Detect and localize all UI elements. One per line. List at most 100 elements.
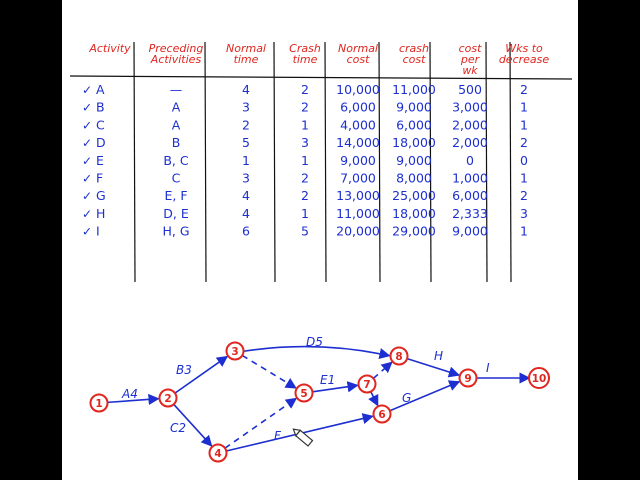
- table-cell: 2: [242, 117, 250, 132]
- check-mark: ✓: [82, 136, 92, 150]
- table-cell: 2: [520, 188, 528, 203]
- table-cell: 7,000: [340, 171, 376, 186]
- table-cell: A: [172, 100, 181, 115]
- node-10: 10: [528, 367, 550, 389]
- table-cell: 2: [520, 82, 528, 97]
- table-cell: 25,000: [392, 188, 436, 203]
- check-mark: ✓: [82, 118, 92, 132]
- node-label: 5: [300, 388, 307, 400]
- table-cell: 0: [520, 153, 528, 168]
- node-label: 4: [214, 448, 221, 460]
- table-cell: 1: [520, 100, 528, 115]
- edge-2-3: [174, 355, 229, 394]
- check-mark: ✓: [82, 207, 92, 221]
- table-cell: 9,000: [340, 153, 376, 168]
- node-label: 7: [363, 379, 370, 391]
- table-cell: 18,000: [392, 206, 436, 221]
- column-divider: [378, 41, 381, 283]
- table-cell: 2: [301, 171, 309, 186]
- table-cell: F: [96, 171, 103, 186]
- table-cell: 500: [458, 82, 482, 97]
- table-cell: D, E: [163, 206, 189, 221]
- table-cell: 3: [520, 206, 528, 221]
- check-mark: ✓: [82, 154, 92, 168]
- check-mark: ✓: [82, 101, 92, 115]
- table-cell: H: [96, 206, 105, 221]
- table-cell: 6: [242, 224, 250, 239]
- edge-1-2: [107, 393, 160, 406]
- network-edges: [107, 345, 531, 452]
- node-label: 9: [464, 373, 471, 385]
- table-cell: 14,000: [336, 135, 380, 150]
- header-divider: [69, 75, 573, 80]
- table-cell: C: [96, 117, 105, 132]
- node-label: 10: [532, 373, 547, 385]
- table-cell: 5: [242, 135, 250, 150]
- table-cell: I: [96, 224, 100, 239]
- table-cell: 2: [301, 82, 309, 97]
- table-cell: 9,000: [396, 100, 432, 115]
- node-7: 7: [357, 374, 377, 394]
- edge-8-9: [406, 357, 461, 378]
- edge-label: B3: [176, 363, 192, 377]
- table-cell: 3: [242, 171, 250, 186]
- edge-7-8: [372, 361, 393, 380]
- edge-2-4: [173, 403, 213, 447]
- node-label: 6: [378, 409, 385, 421]
- node-1: 1: [89, 393, 109, 413]
- column-divider: [485, 41, 488, 283]
- table-cell: 1: [520, 224, 528, 239]
- table-cell: 4: [242, 188, 250, 203]
- check-mark: ✓: [82, 83, 92, 97]
- table-cell: 0: [466, 153, 474, 168]
- check-mark: ✓: [82, 225, 92, 239]
- table-cell: 6,000: [340, 100, 376, 115]
- table-cell: 11,000: [336, 206, 380, 221]
- edge-label: E1: [320, 373, 335, 387]
- node-3: 3: [225, 341, 245, 361]
- check-mark: ✓: [82, 189, 92, 203]
- table-cell: 3: [242, 100, 250, 115]
- edge-4-5: [224, 397, 298, 449]
- table-cell: 1: [301, 153, 309, 168]
- edge-3-5: [241, 354, 297, 389]
- table-cell: 1: [242, 153, 250, 168]
- table-cell: E, F: [164, 188, 187, 203]
- node-9: 9: [458, 368, 478, 388]
- edge-label: D5: [306, 335, 323, 349]
- edge-label: F: [274, 429, 282, 443]
- table-cell: B, C: [163, 153, 189, 168]
- node-label: 1: [95, 398, 102, 410]
- edge-label: I: [486, 361, 490, 375]
- table-cell: A: [96, 82, 105, 97]
- table-cell: 2: [301, 100, 309, 115]
- node-8: 8: [389, 346, 409, 366]
- table-cell: B: [172, 135, 181, 150]
- table-cell: 1: [520, 171, 528, 186]
- edge-6-9: [389, 380, 461, 412]
- table-cell: 1,000: [452, 171, 488, 186]
- table-cell: G: [96, 188, 106, 203]
- table-grid: [69, 41, 573, 283]
- node-label: 3: [231, 346, 238, 358]
- node-6: 6: [372, 404, 392, 424]
- table-cell: 10,000: [336, 82, 380, 97]
- table-cell: 3,000: [452, 100, 488, 115]
- node-4: 4: [208, 443, 228, 463]
- table-cell: 2: [520, 135, 528, 150]
- node-label: 2: [164, 393, 171, 405]
